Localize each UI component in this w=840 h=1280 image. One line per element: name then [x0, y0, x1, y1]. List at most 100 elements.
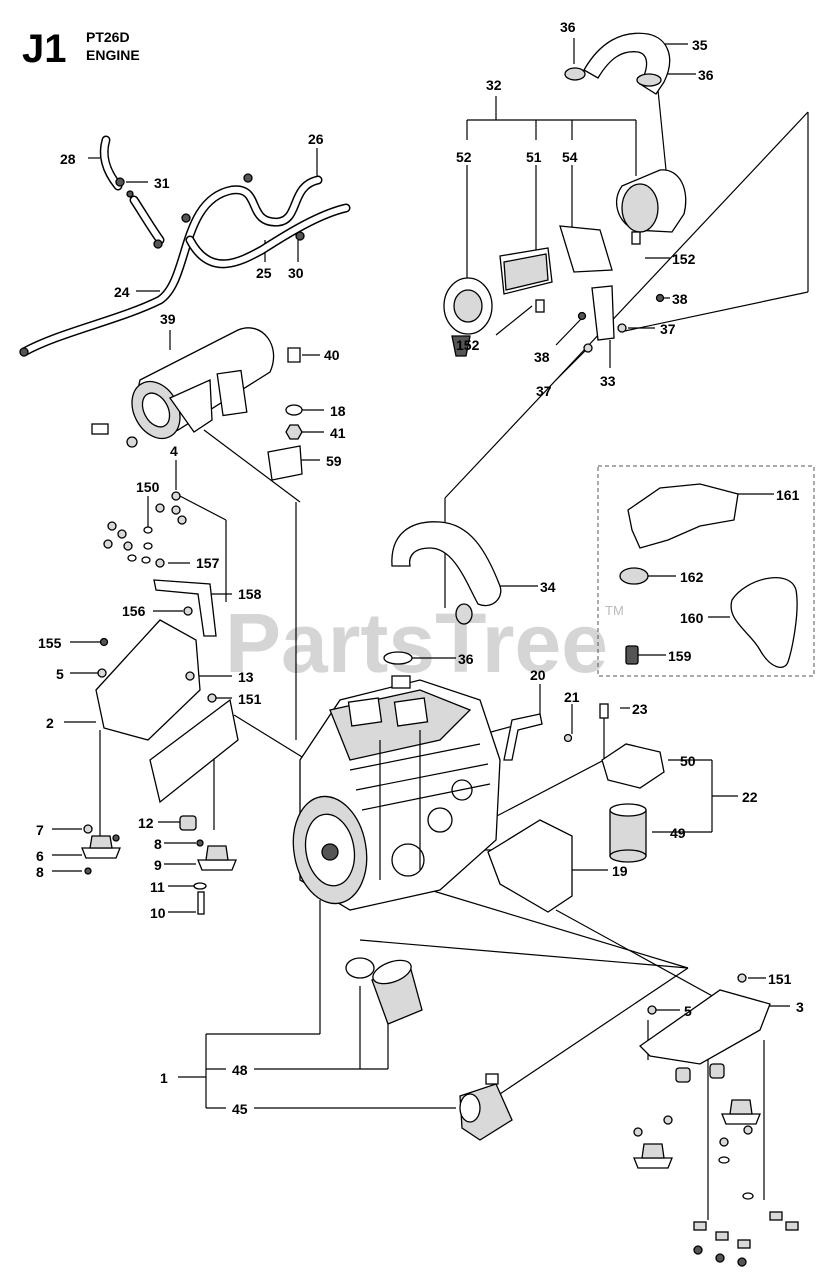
callout-156: 156: [122, 603, 146, 619]
bolt-156-icon: [183, 606, 193, 616]
callout-51: 51: [526, 149, 542, 165]
callout-45: 45: [232, 1101, 248, 1117]
spacer-12b-icon: [675, 1067, 691, 1083]
callout-159: 159: [668, 648, 692, 664]
nut-155-icon: [99, 637, 109, 647]
callout-36: 36: [560, 19, 576, 35]
bracket-20-icon: [503, 713, 543, 761]
washer-11-icon: [193, 882, 207, 890]
bolt-151-icon: [207, 693, 217, 703]
nut-8c-icon: [196, 839, 204, 847]
diagram-code: J1: [22, 27, 67, 71]
callout-8: 8: [154, 836, 162, 852]
callout-59: 59: [326, 453, 342, 469]
callout-25: 25: [256, 265, 272, 281]
callout-26: 26: [308, 131, 324, 147]
callout-12: 12: [138, 815, 154, 831]
spacer-12-icon: [179, 815, 197, 831]
callout-39: 39: [160, 311, 176, 327]
bolt-37b-icon: [583, 343, 593, 353]
callout-49: 49: [670, 825, 686, 841]
watermark-trademark: TM: [605, 603, 624, 618]
callout-20: 20: [530, 667, 546, 683]
callout-155: 155: [38, 635, 62, 651]
washer-18-icon: [285, 404, 303, 416]
screw-23-icon: [599, 703, 609, 719]
callout-157: 157: [196, 555, 220, 571]
bolt-10-icon: [197, 891, 205, 915]
callout-41: 41: [330, 425, 346, 441]
callout-37: 37: [660, 321, 676, 337]
filter-159-icon: [625, 645, 639, 665]
mount-9-icon: [197, 845, 237, 871]
callout-8: 8: [36, 864, 44, 880]
callout-13: 13: [238, 669, 254, 685]
callout-151: 151: [238, 691, 262, 707]
hose-clamp-36d-icon: [383, 651, 413, 665]
engine-bracket-3-icon: [638, 989, 771, 1065]
nut-38b-icon: [577, 311, 587, 321]
hydraulic-pump-45-icon: [459, 1073, 513, 1141]
callout-52: 52: [456, 149, 472, 165]
service-kit-box: [597, 465, 815, 677]
callout-158: 158: [238, 586, 262, 602]
callout-24: 24: [114, 284, 130, 300]
callout-162: 162: [680, 569, 704, 585]
muffler-nut-icon: [126, 436, 138, 448]
intake-pipe-34-icon: [391, 521, 502, 607]
callout-10: 10: [150, 905, 166, 921]
mount-right-a-icon: [633, 1143, 673, 1169]
heat-shield-19-icon: [487, 819, 573, 913]
engine-bracket-2-icon: [95, 619, 201, 741]
callout-36: 36: [698, 67, 714, 83]
nut-38-icon: [655, 293, 665, 303]
oil-filter-48-icon: [371, 959, 423, 1025]
callout-50: 50: [680, 753, 696, 769]
callout-37: 37: [536, 383, 552, 399]
callout-labels: 36 35 36 32 52 51 54 152 38 37 152 38 33…: [36, 19, 804, 1117]
callout-151: 151: [768, 971, 792, 987]
callout-54: 54: [562, 149, 578, 165]
fuel-hoses-icon: [19, 135, 351, 357]
callout-36: 36: [458, 651, 474, 667]
callout-18: 18: [330, 403, 346, 419]
callout-5: 5: [684, 1003, 692, 1019]
callout-9: 9: [154, 857, 162, 873]
callout-152: 152: [672, 251, 696, 267]
callout-161: 161: [776, 487, 800, 503]
valve-cover-gasket-161-icon: [627, 483, 739, 549]
callout-5: 5: [56, 666, 64, 682]
callout-6: 6: [36, 848, 44, 864]
bracket-hardware-group-icon: [103, 491, 187, 564]
callout-30: 30: [288, 265, 304, 281]
fuel-filter-49-icon: [609, 803, 647, 863]
bolt-151b-icon: [737, 973, 747, 983]
nut-8-icon: [112, 834, 120, 842]
muffler-bolt-icon: [91, 423, 109, 435]
callout-152: 152: [456, 337, 480, 353]
screw-152b-icon: [535, 299, 545, 313]
callout-7: 7: [36, 822, 44, 838]
screw-21-icon: [563, 733, 573, 743]
engine-block-icon: [292, 675, 501, 911]
cap-162-icon: [619, 567, 649, 585]
nut-41-icon: [285, 424, 303, 440]
bolt-40-icon: [287, 347, 301, 363]
fuel-filter-head-50-icon: [601, 743, 665, 789]
callout-48: 48: [232, 1062, 248, 1078]
callout-21: 21: [564, 689, 580, 705]
mount-right-b-icon: [721, 1099, 761, 1125]
spacer-12c-icon: [709, 1063, 725, 1079]
o-ring-icon: [345, 957, 375, 979]
callout-28: 28: [60, 151, 76, 167]
drive-belt-160-icon: [730, 577, 798, 668]
nut-8b-icon: [84, 867, 92, 875]
bolt-13-icon: [185, 671, 195, 681]
callout-35: 35: [692, 37, 708, 53]
bolt-37-icon: [617, 323, 627, 333]
callout-40: 40: [324, 347, 340, 363]
muffler-icon: [131, 327, 275, 440]
mount-6-icon: [81, 835, 121, 859]
air-filter-assembly-icon: [443, 169, 687, 357]
